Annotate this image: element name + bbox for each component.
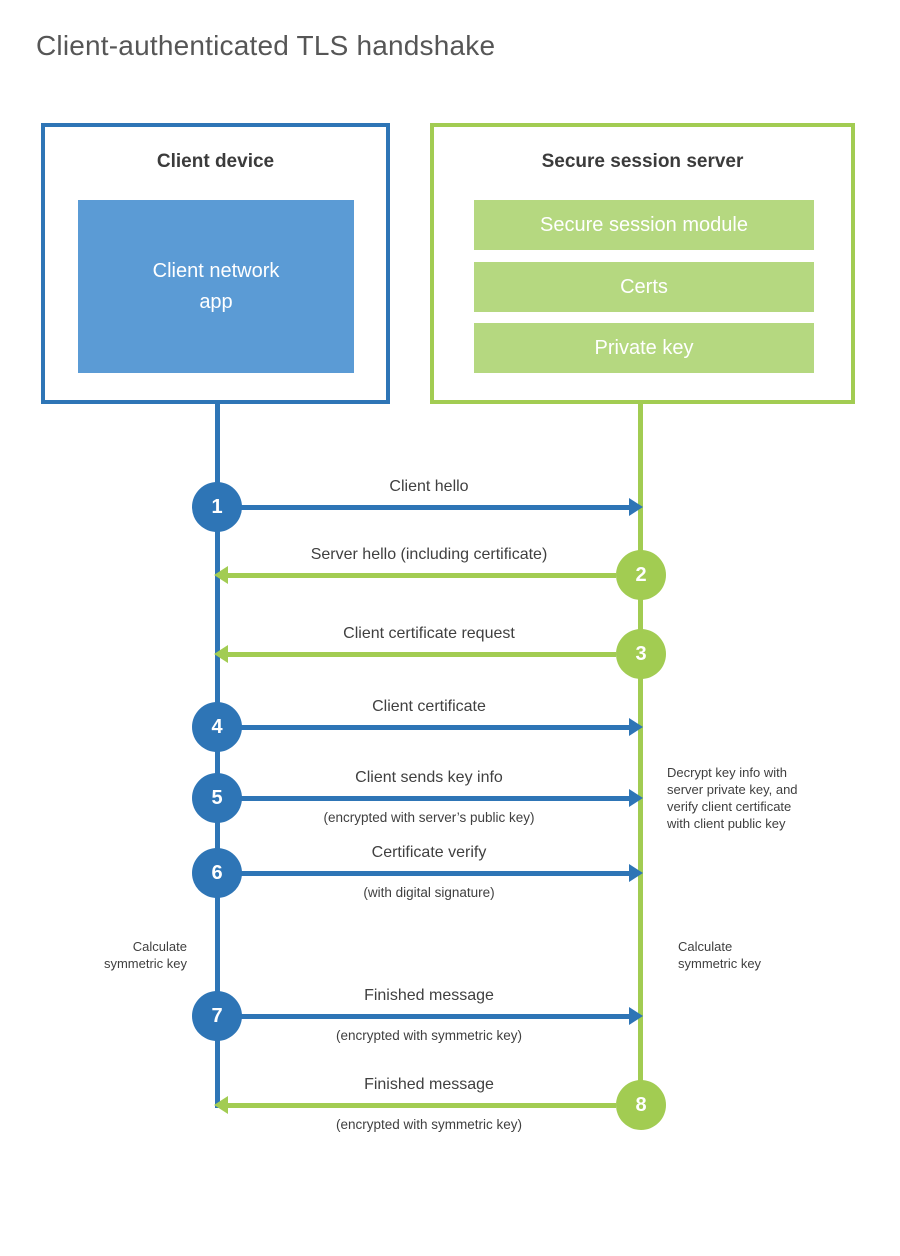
step-5-arrowhead-icon xyxy=(629,789,643,807)
secure-session-server-title: Secure session server xyxy=(541,151,744,172)
step-7-arrow-line xyxy=(240,1014,629,1019)
client-network-app-label: Client network app xyxy=(152,259,280,313)
note-calculate-symmetric-key-right: Calculate symmetric key xyxy=(678,939,762,971)
server-module-private-key: Private key xyxy=(474,323,814,373)
step-5-label: Client sends key info xyxy=(355,769,503,786)
step-1-label: Client hello xyxy=(389,478,469,495)
step-7-label: Finished message xyxy=(364,987,494,1004)
step-7-circle: 7 xyxy=(192,991,242,1041)
step-6-arrow-line xyxy=(240,871,629,876)
step-4-arrow-line xyxy=(240,725,629,730)
client-network-app-box: Client network app xyxy=(78,200,354,373)
step-4-circle: 4 xyxy=(192,702,242,752)
step-2-label: Server hello (including certificate) xyxy=(310,546,548,563)
step-3-arrow-line xyxy=(228,652,616,657)
step-5-circle: 5 xyxy=(192,773,242,823)
step-8-label: Finished message xyxy=(364,1076,494,1093)
step-6-label: Certificate verify xyxy=(371,844,487,861)
page-title: Client-authenticated TLS handshake xyxy=(36,30,496,61)
step-8-circle: 8 xyxy=(616,1080,666,1130)
step-6-arrowhead-icon xyxy=(629,864,643,882)
step-6-circle: 6 xyxy=(192,848,242,898)
step-6-sublabel: (with digital signature) xyxy=(363,885,495,900)
step-1-circle: 1 xyxy=(192,482,242,532)
secure-session-server-box: Secure session server Secure session mod… xyxy=(430,123,855,404)
server-lifeline xyxy=(638,404,643,1105)
step-1-arrowhead-icon xyxy=(629,498,643,516)
step-3-arrowhead-icon xyxy=(214,645,228,663)
step-3-circle: 3 xyxy=(616,629,666,679)
step-3-label: Client certificate request xyxy=(343,625,515,642)
step-7-arrowhead-icon xyxy=(629,1007,643,1025)
step-2-circle: 2 xyxy=(616,550,666,600)
server-module-certs: Certs xyxy=(474,262,814,312)
step-8-sublabel: (encrypted with symmetric key) xyxy=(335,1117,523,1132)
step-4-arrowhead-icon xyxy=(629,718,643,736)
step-4-label: Client certificate xyxy=(372,698,486,715)
step-2-arrowhead-icon xyxy=(214,566,228,584)
step-5-arrow-line xyxy=(240,796,629,801)
client-device-title: Client device xyxy=(156,151,275,172)
note-decrypt-key-info: Decrypt key info with server private key… xyxy=(667,765,798,831)
server-module-secure-session-module: Secure session module xyxy=(474,200,814,250)
step-2-arrow-line xyxy=(228,573,616,578)
note-calculate-symmetric-key-left: Calculate symmetric key xyxy=(103,939,187,971)
client-lifeline xyxy=(215,404,220,1108)
step-7-sublabel: (encrypted with symmetric key) xyxy=(335,1028,523,1043)
step-5-sublabel: (encrypted with server’s public key) xyxy=(323,810,535,825)
client-device-box: Client device Client network app xyxy=(41,123,390,404)
step-1-arrow-line xyxy=(240,505,629,510)
step-8-arrow-line xyxy=(228,1103,616,1108)
step-8-arrowhead-icon xyxy=(214,1096,228,1114)
